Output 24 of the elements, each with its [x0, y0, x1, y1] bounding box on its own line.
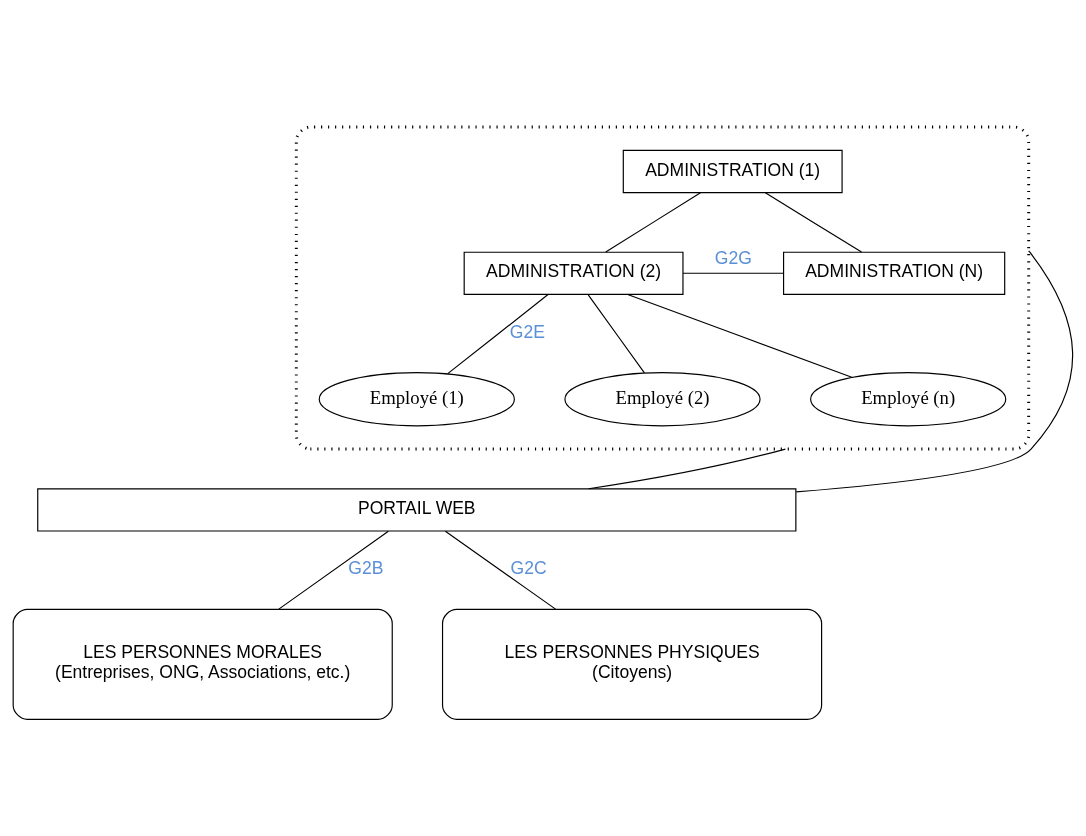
connector	[444, 530, 557, 610]
node-box: LES PERSONNES MORALES (Entreprises, ONG, Associations, etc.)	[12, 608, 393, 720]
connector	[795, 249, 1074, 492]
node-box: PORTAIL WEB	[37, 487, 797, 532]
node-box: ADMINISTRATION (2)	[463, 251, 684, 295]
edge-label: G2E	[509, 321, 545, 342]
connector	[682, 272, 785, 274]
connector	[447, 293, 549, 374]
cluster	[294, 125, 1031, 450]
connector	[588, 447, 786, 489]
connector	[587, 293, 645, 373]
connector	[764, 191, 863, 253]
node-ellipse: Employé (n)	[810, 371, 1007, 426]
connector	[605, 191, 702, 253]
edge-label: G2B	[348, 557, 384, 578]
node-ellipse: Employé (1)	[318, 371, 515, 426]
connector	[627, 293, 854, 378]
node-ellipse: Employé (2)	[564, 371, 761, 426]
node-box: ADMINISTRATION (N)	[783, 251, 1006, 295]
edge-label: G2C	[510, 557, 547, 578]
edge-label: G2G	[714, 247, 752, 268]
node-box: ADMINISTRATION (1)	[622, 149, 843, 193]
connector	[278, 530, 389, 610]
node-box: LES PERSONNES PHYSIQUES (Citoyens)	[441, 608, 823, 720]
